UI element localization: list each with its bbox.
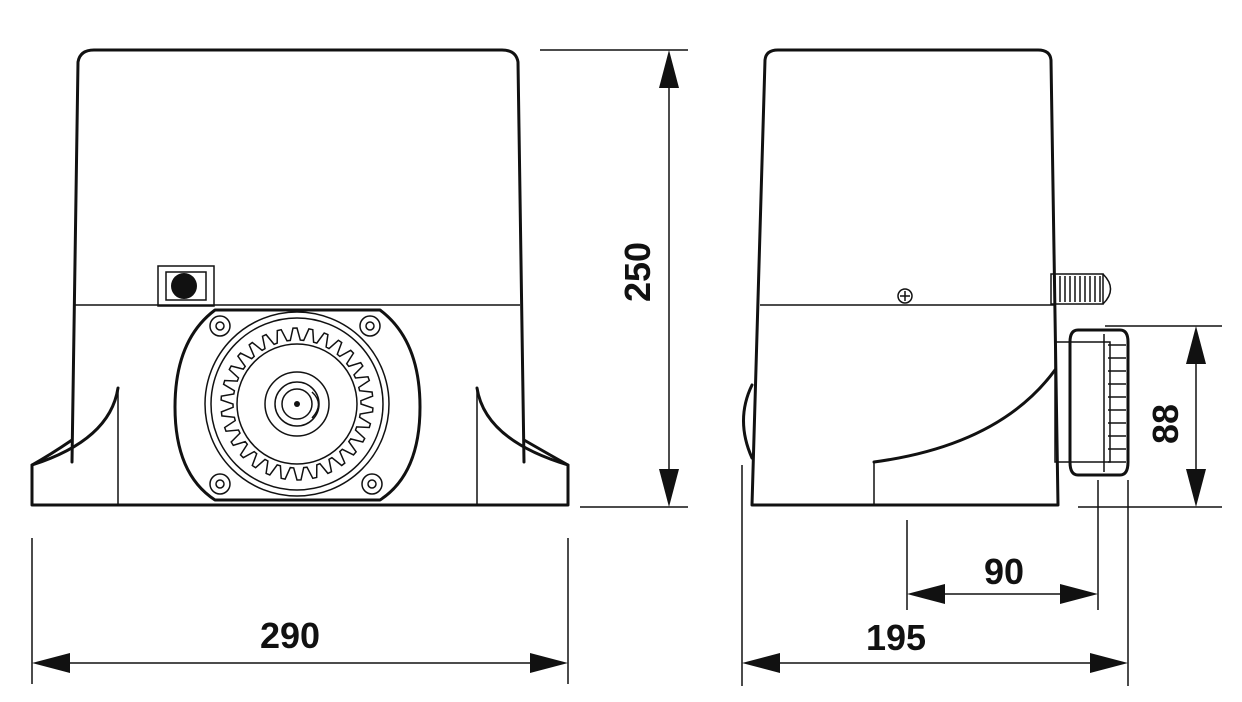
pinion-side-teeth — [1108, 344, 1126, 463]
dim-290-label: 290 — [260, 615, 320, 656]
threaded-rod-tip — [1102, 273, 1112, 305]
gear-mounting-plate — [173, 308, 422, 502]
bolt-top-left-inner — [215, 321, 225, 331]
bolt-top-left — [209, 315, 231, 337]
side-screw-icon — [897, 288, 913, 304]
side-view — [742, 48, 1130, 507]
dim-250-arrow-top — [659, 50, 679, 88]
dim-290-arrow-right — [530, 653, 568, 673]
front-housing-outline — [70, 48, 526, 464]
pinion-gear-teeth — [220, 327, 374, 481]
pinion-side-gear — [1068, 328, 1130, 477]
bolt-top-right-inner — [365, 321, 375, 331]
pinion-root-circle — [236, 343, 358, 465]
side-fin-curve — [872, 368, 1057, 464]
release-lock-inner — [165, 271, 207, 301]
side-rear-bump — [742, 383, 754, 460]
bolt-top-right — [359, 315, 381, 337]
left-fin — [30, 386, 120, 467]
release-lock-knob — [171, 273, 197, 299]
bolt-bottom-left-inner — [215, 479, 225, 489]
pinion-circlip — [311, 391, 320, 419]
dim-90-label: 90 — [984, 551, 1024, 592]
front-view — [30, 48, 570, 507]
dim-250-arrow-bottom — [659, 469, 679, 507]
dim-88-arrow-top — [1186, 326, 1206, 364]
dimension-labels: 290 250 195 90 88 — [260, 242, 1186, 658]
side-housing-outline — [750, 48, 1060, 507]
dim-290-arrow-left — [32, 653, 70, 673]
pinion-housing-ring-inner — [210, 317, 384, 491]
pinion-hub-outer — [264, 371, 330, 437]
pinion-shaft-center — [294, 401, 300, 407]
dim-90-arrow-right — [1060, 584, 1098, 604]
dim-195-label: 195 — [866, 617, 926, 658]
dim-88-label: 88 — [1145, 404, 1186, 444]
dim-250-label: 250 — [617, 242, 658, 302]
bolt-bottom-right — [361, 473, 383, 495]
front-base-outline — [30, 438, 570, 507]
dim-195-arrow-left — [742, 653, 780, 673]
dimension-lines — [31, 49, 1222, 686]
pinion-side-hub — [1054, 341, 1111, 463]
pinion-hub-inner — [281, 388, 313, 420]
dim-195-arrow-right — [1090, 653, 1128, 673]
bolt-bottom-right-inner — [367, 479, 377, 489]
threaded-rod-threads — [1054, 276, 1101, 302]
dim-90-arrow-left — [907, 584, 945, 604]
dim-88-arrow-bottom — [1186, 469, 1206, 507]
threaded-rod — [1050, 273, 1104, 305]
release-lock-housing — [157, 265, 215, 307]
bolt-bottom-left — [209, 473, 231, 495]
pinion-housing-ring — [204, 311, 390, 497]
right-fin — [475, 386, 570, 467]
